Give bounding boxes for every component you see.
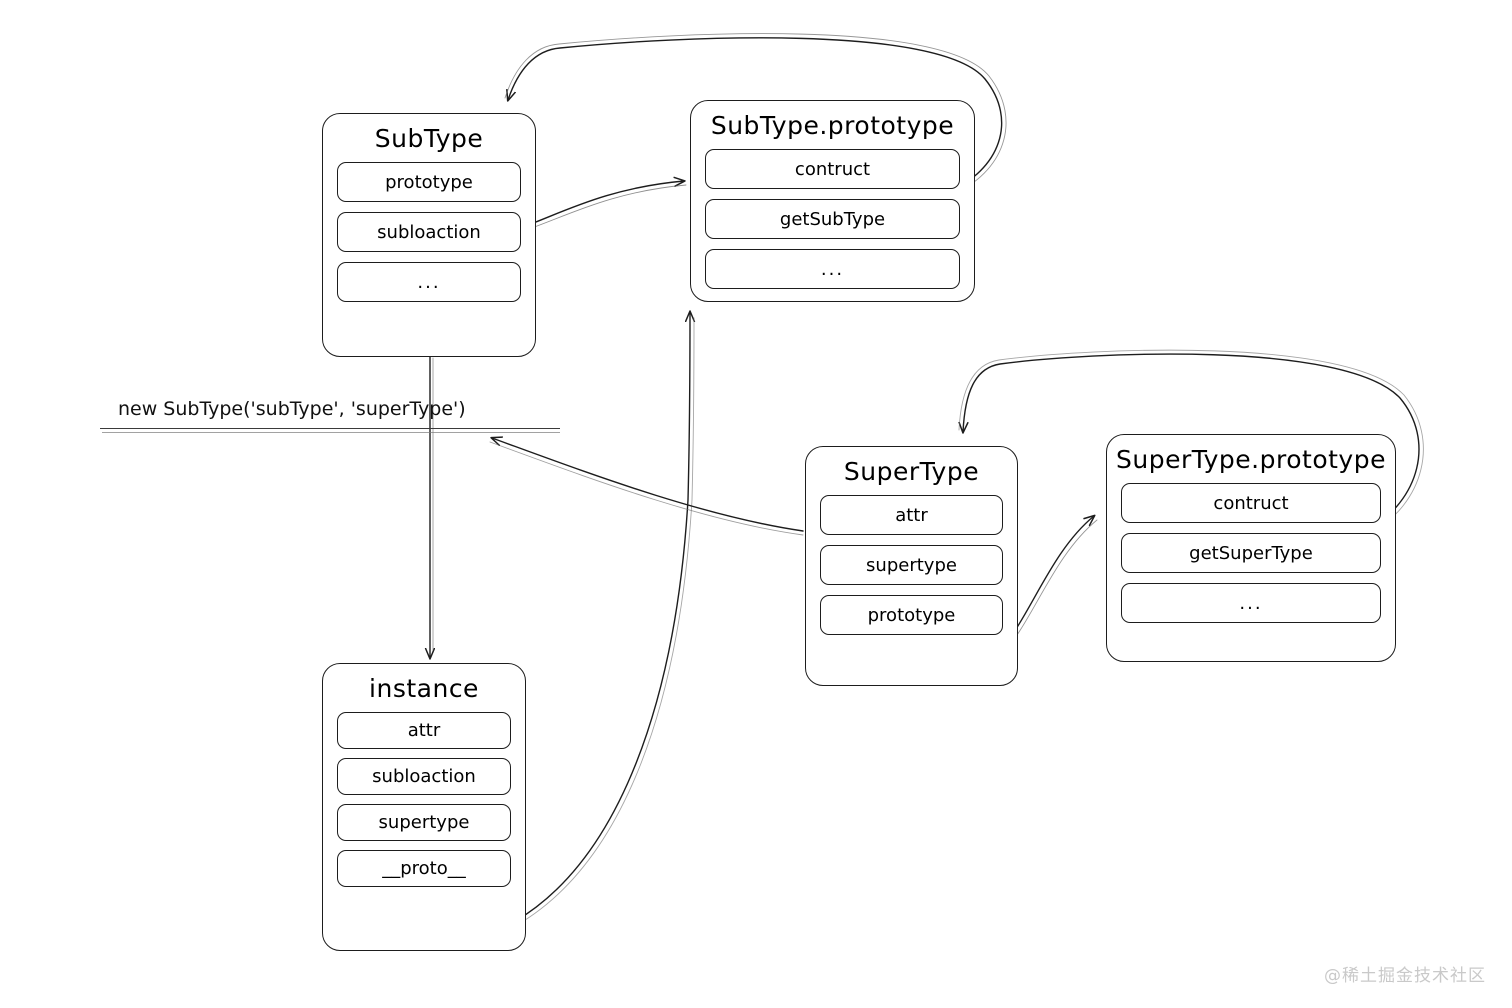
node-supertype-prototype-title: SuperType.prototype (1116, 445, 1386, 474)
node-subtype-prototype-title: SubType.prototype (710, 111, 955, 140)
row-subtype-subloaction[interactable]: subloaction (337, 212, 523, 254)
node-subtype-prototype-rows: contruct getSubType ... (691, 149, 974, 303)
row-subtype-more[interactable]: ... (337, 262, 523, 304)
row-subtype-prototype-contruct[interactable]: contruct (705, 149, 962, 191)
node-supertype-rows: attr supertype prototype (806, 495, 1017, 649)
annotation-code-text: new SubType('subType', 'superType') (118, 398, 466, 420)
watermark: @稀土掘金技术社区 (1324, 966, 1486, 986)
row-supertype-prototype[interactable]: prototype (820, 595, 1005, 637)
node-supertype-title: SuperType (843, 457, 980, 486)
annotation-underline-shadow (102, 432, 560, 433)
node-instance-title: instance (369, 674, 479, 703)
row-instance-attr[interactable]: attr (337, 712, 513, 751)
node-supertype[interactable]: SuperType attr supertype prototype (805, 446, 1020, 689)
row-supertype-prototype-getsupertype[interactable]: getSuperType (1121, 533, 1383, 575)
node-subtype-title: SubType (374, 124, 484, 153)
node-subtype-rows: prototype subloaction ... (323, 162, 535, 316)
edge-subtype-prototype-to-box (519, 181, 687, 232)
row-subtype-prototype-more[interactable]: ... (705, 249, 962, 291)
row-instance-supertype[interactable]: supertype (337, 804, 513, 843)
row-instance-subloaction[interactable]: subloaction (337, 758, 513, 797)
row-supertype-attr[interactable]: attr (820, 495, 1005, 537)
row-instance-proto[interactable]: __proto__ (337, 850, 513, 889)
node-subtype-prototype[interactable]: SubType.prototype contruct getSubType ..… (690, 100, 977, 305)
node-instance[interactable]: instance attr subloaction supertype __pr… (322, 663, 528, 954)
row-supertype-supertype[interactable]: supertype (820, 545, 1005, 587)
annotation-new-subtype: new SubType('subType', 'superType') (100, 398, 570, 444)
row-subtype-prototype[interactable]: prototype (337, 162, 523, 204)
node-instance-rows: attr subloaction supertype __proto__ (323, 712, 525, 899)
row-supertype-prototype-more[interactable]: ... (1121, 583, 1383, 625)
row-supertype-prototype-contruct[interactable]: contruct (1121, 483, 1383, 525)
annotation-underline (100, 428, 560, 429)
node-supertype-prototype[interactable]: SuperType.prototype contruct getSuperTyp… (1106, 434, 1398, 665)
edge-supertype-to-annotation (489, 438, 804, 536)
row-subtype-prototype-getsubtype[interactable]: getSubType (705, 199, 962, 241)
node-subtype[interactable]: SubType prototype subloaction ... (322, 113, 538, 360)
node-supertype-prototype-rows: contruct getSuperType ... (1107, 483, 1395, 637)
